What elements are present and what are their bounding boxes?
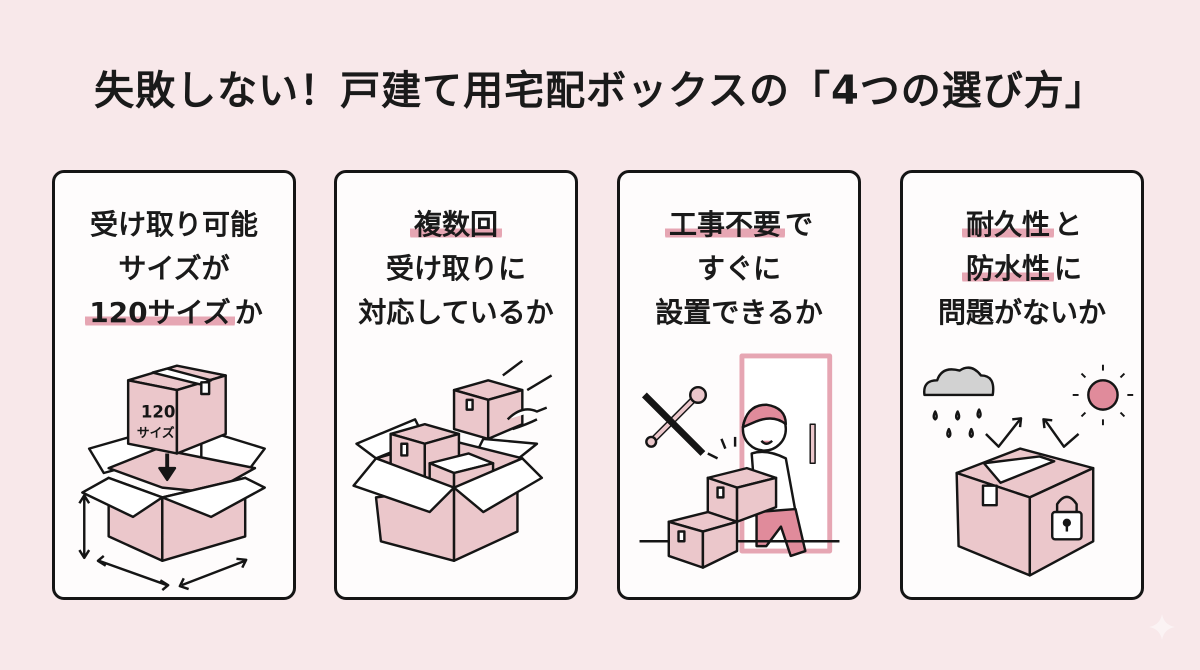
- sparkle-icon: [1149, 614, 1175, 640]
- card-heading: 複数回 受け取りに 対応しているか: [337, 203, 575, 335]
- heading-line: 受け取りに: [385, 252, 526, 285]
- card-no-installation: 工事不要で すぐに 設置できるか: [617, 170, 861, 600]
- weatherproof-box-icon: [923, 364, 1134, 577]
- heading-line: すぐに: [696, 252, 781, 285]
- stacked-boxes-size-icon: 120 サイズ: [78, 364, 266, 591]
- heading-line: 設置できるか: [655, 296, 823, 329]
- heading-line: 受け取り可能: [89, 208, 258, 241]
- highlight-text: 耐久性: [961, 208, 1054, 241]
- heading-line: か: [234, 296, 263, 329]
- highlight-text: 120サイズ: [85, 296, 235, 329]
- card-receivable-size: 受け取り可能 サイズが 120サイズか: [52, 170, 296, 600]
- card-heading: 耐久性と 防水性に 問題がないか: [903, 203, 1141, 335]
- page-title: 失敗しない！戸建て用宅配ボックスの「4つの選び方」: [94, 68, 1106, 114]
- highlight-text: 複数回: [409, 208, 502, 241]
- box-label-text: サイズ: [137, 425, 175, 440]
- highlight-text: 工事不要: [664, 208, 785, 241]
- heading-line: サイズが: [118, 252, 230, 285]
- heading-line: 対応しているか: [358, 296, 554, 329]
- box-label-number: 120: [141, 402, 176, 421]
- no-tools-person-icon: [639, 353, 840, 569]
- multiple-parcels-icon: [352, 359, 553, 563]
- heading-line: と: [1054, 208, 1083, 241]
- card-durability-waterproof: 耐久性と 防水性に 問題がないか: [900, 170, 1144, 600]
- card-heading: 工事不要で すぐに 設置できるか: [620, 203, 858, 335]
- heading-line: 問題がないか: [937, 296, 1106, 329]
- heading-line: に: [1054, 252, 1083, 285]
- highlight-text: 防水性: [961, 252, 1054, 285]
- card-heading: 受け取り可能 サイズが 120サイズか: [55, 203, 293, 335]
- card-multiple-receipt: 複数回 受け取りに 対応しているか: [334, 170, 578, 600]
- heading-line: で: [785, 208, 814, 241]
